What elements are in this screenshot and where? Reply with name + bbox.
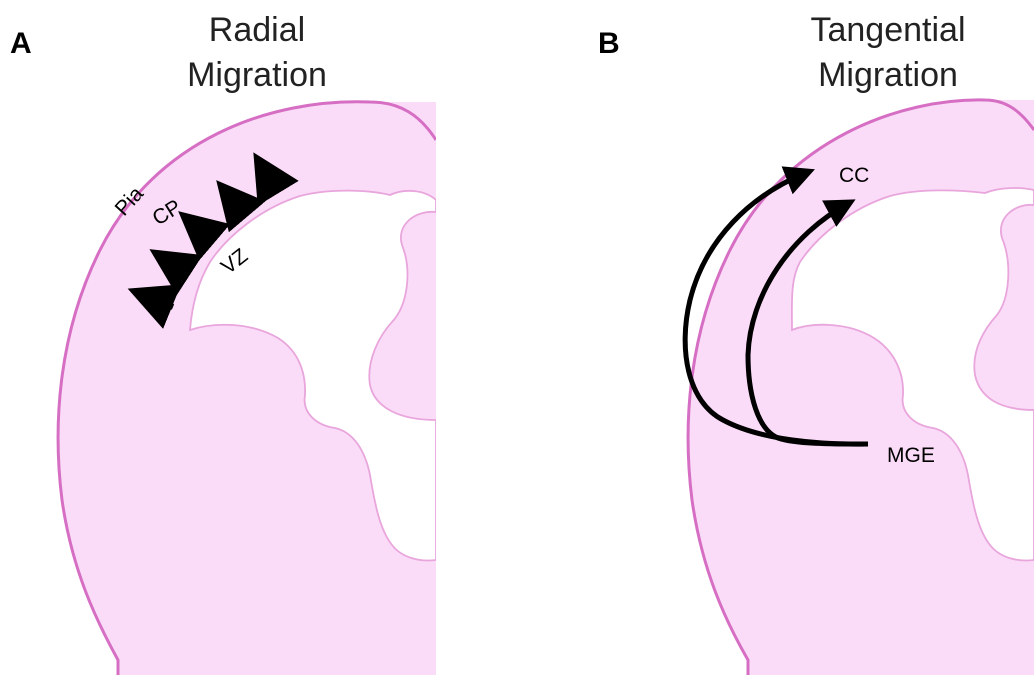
label-mge: MGE [887, 444, 935, 467]
panel-b-letter: B [598, 27, 620, 60]
hemisphere-tissue [58, 102, 436, 675]
panel-a-title-line2: Migration [187, 56, 327, 94]
panel-a: A Radial Migration Pia CP VZ [10, 11, 436, 675]
panel-b: B Tangential Migration CC MGE [598, 11, 1034, 675]
panel-a-letter: A [10, 27, 32, 60]
panel-a-title-line1: Radial [209, 11, 305, 49]
panel-b-title-line1: Tangential [810, 11, 965, 49]
label-cc: CC [839, 164, 869, 187]
panel-b-title-line2: Migration [818, 56, 958, 94]
